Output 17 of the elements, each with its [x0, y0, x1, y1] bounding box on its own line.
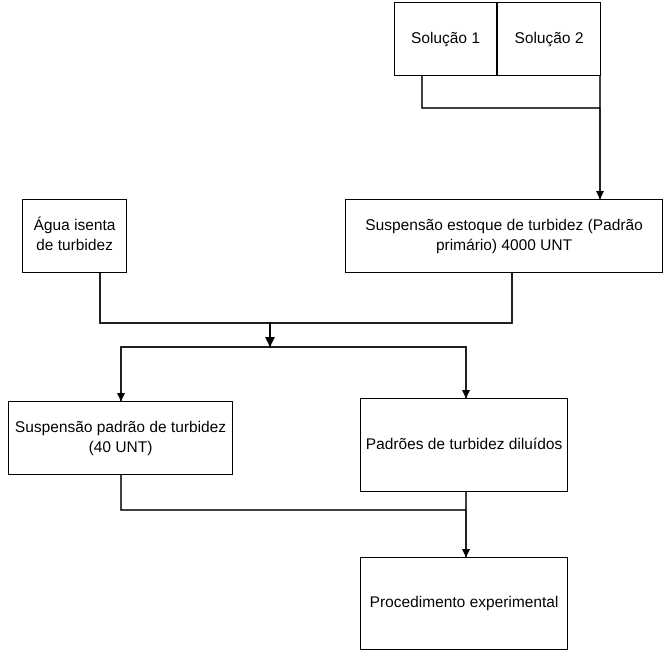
process-box — [345, 199, 663, 273]
process-box — [497, 2, 601, 76]
box-label: Solução 1 — [411, 28, 480, 49]
arrow — [596, 76, 604, 199]
process-box — [22, 199, 127, 273]
box-label: Padrões de turbidez diluídos — [366, 434, 562, 455]
process-box — [8, 401, 233, 475]
arrow — [462, 492, 470, 557]
process-box — [394, 2, 497, 76]
box-label: Suspensão estoque de turbidez (Padrão primário) 4000 UNT — [364, 216, 644, 256]
process-box — [360, 398, 568, 492]
box-label: Solução 2 — [514, 28, 584, 49]
box-label: Água isenta de turbidez — [32, 216, 116, 256]
arrow — [269, 273, 513, 398]
box-label: Procedimento experimental — [370, 593, 558, 614]
box-label: Suspensão padrão de turbidez (40 UNT) — [14, 418, 228, 458]
process-box — [360, 557, 568, 650]
